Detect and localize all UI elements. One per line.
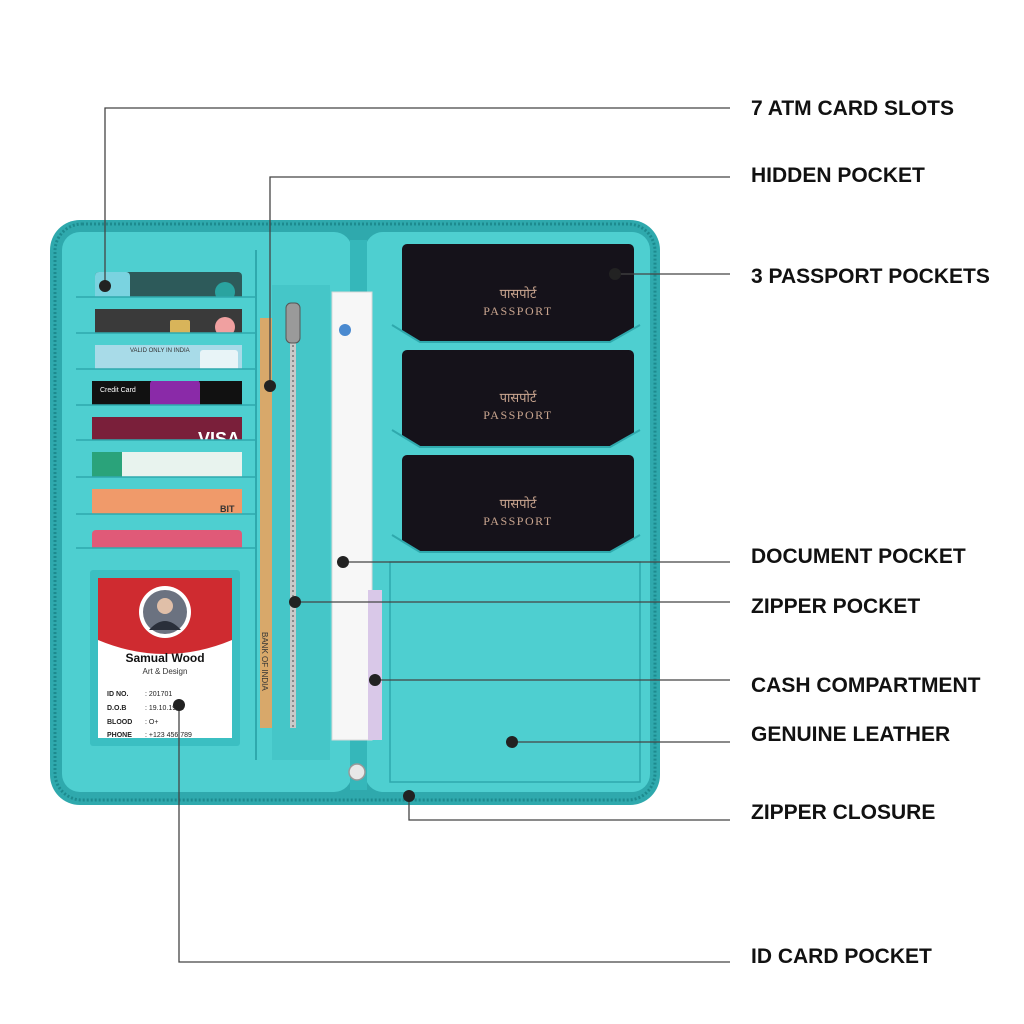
passport-3-title: PASSPORT [483,514,553,528]
card-3-text: VALID ONLY IN INDIA [130,348,190,354]
slot-pocket-4 [76,405,256,417]
card-2-logo [215,317,235,337]
id-row-2-key: D.O.B [107,705,126,712]
id-role: Art & Design [143,667,188,676]
zipper-pull [348,763,366,781]
card-slots: VALID ONLY IN INDIA Credit Card VISA BIT [76,250,257,760]
id-row-4-value: : +123 456 789 [145,732,192,739]
passport-3-hindi: पासपोर्ट [500,496,538,512]
callout-dot-document-pocket [337,556,349,568]
document-paper-1 [331,291,373,741]
callout-dot-passport-pockets [609,268,621,280]
id-row-2-value: : 19.10.1988 [145,705,184,712]
atm-card-7 [92,483,242,521]
zipper-track [53,222,657,802]
id-row-4-key: PHONE [107,732,132,739]
id-photo-shoulders [149,621,181,630]
callout-dots [99,268,621,802]
label-id-card-pocket: ID CARD POCKET [751,945,932,968]
callout-line-hidden-pocket [269,176,730,386]
callout-dot-cash-compartment [369,674,381,686]
passport-pocket-1-edge [391,324,641,343]
passport-2 [402,350,634,462]
label-zipper-closure: ZIPPER CLOSURE [751,801,936,824]
id-photo-head [157,598,173,614]
cash-compartment-panel [389,561,641,783]
callout-line-id-card-pocket [178,705,730,963]
slot-pocket-5 [76,440,256,452]
label-zipper-pocket: ZIPPER POCKET [751,595,921,618]
card-2-chip [170,320,190,334]
slot-pocket-1 [76,297,256,309]
callout-dot-zipper-pocket [289,596,301,608]
callout-dot-genuine-leather [506,736,518,748]
label-cash-compartment: CASH COMPARTMENT [751,674,981,697]
callout-dot-zipper-closure [403,790,415,802]
id-row-1-key: ID NO. [107,691,128,698]
passport-pocket-3-edge [391,534,641,553]
passport-2-title: PASSPORT [483,408,553,422]
passport-2-hindi: पासपोर्ट [500,390,538,406]
zipper-pocket-slider [285,302,301,344]
card-7-text: BIT [220,504,235,514]
label-passport-pockets: 3 PASSPORT POCKETS [751,265,990,288]
label-atm-slots: 7 ATM CARD SLOTS [751,97,954,120]
label-genuine-leather: GENUINE LEATHER [751,723,951,746]
id-row-3-key: BLOOD [107,719,132,726]
label-document-pocket: DOCUMENT POCKET [751,545,966,568]
slot-pocket-6 [76,477,256,489]
callout-lines [104,107,730,963]
passport-pocket-2-edge [391,429,641,448]
zipper-pocket-panel [272,285,330,760]
slot-pocket-8 [76,548,256,570]
id-card-pocket: Samual Wood Art & Design ID NO. : 201701… [90,570,240,746]
callout-line-zipper-closure [408,796,730,821]
document-logo [339,324,351,336]
slot-pocket-7 [76,514,256,530]
callout-dot-atm-slots [99,280,111,292]
passport-1 [402,244,634,356]
callout-dot-id-card-pocket [173,699,185,711]
passport-1-hindi: पासपोर्ट [500,286,538,302]
id-row-1-value: : 201701 [145,691,172,698]
id-row-3-value: : O+ [145,719,158,726]
callout-line-atm-slots [104,107,730,286]
pink-card [92,530,242,552]
passport-3 [402,455,634,567]
card-4-text: Credit Card [100,387,136,394]
label-hidden-pocket: HIDDEN POCKET [751,164,925,187]
banknote-text: BANK OF INDIA [260,632,269,691]
id-name: Samual Wood [125,651,204,665]
passport-1-title: PASSPORT [483,304,553,318]
callout-dot-hidden-pocket [264,380,276,392]
document-paper-2 [368,590,382,740]
inner-pockets: BANK OF INDIA [260,285,382,760]
slot-pocket-2 [76,333,256,345]
slot-pocket-3 [76,369,256,381]
passport-pockets: पासपोर्ट PASSPORT पासपोर्ट PASSPORT पासप… [389,244,641,790]
